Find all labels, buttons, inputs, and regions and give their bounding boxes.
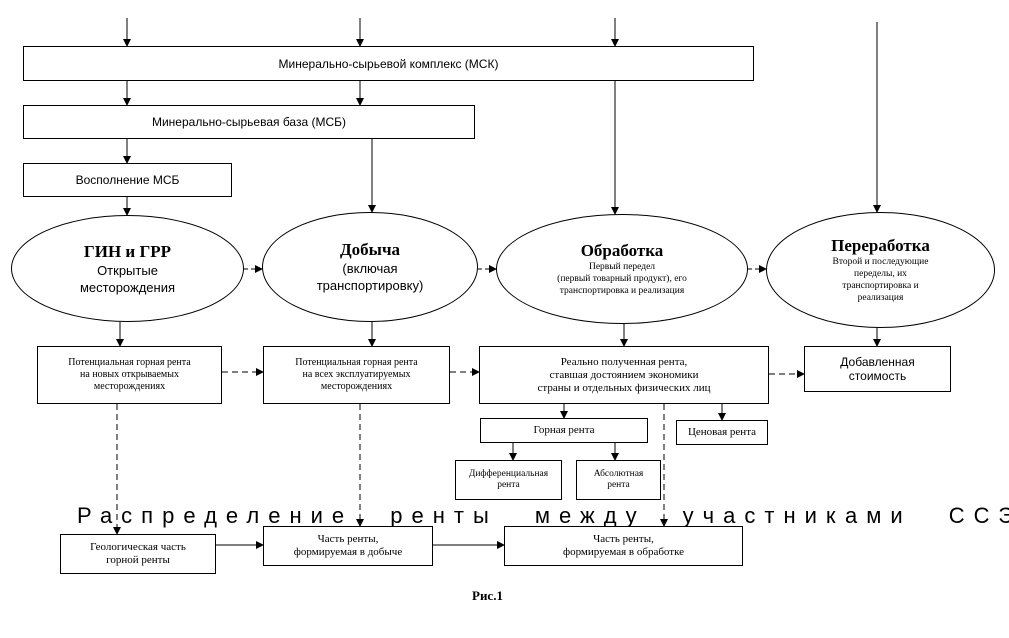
rent-box-operated-deposits: Потенциальная горная рента на всех экспл… (263, 346, 450, 404)
figure-label: Рис.1 (472, 588, 503, 603)
mining-rent-box: Горная рента (480, 418, 648, 443)
stage-exploration: ГИН и ГРР Открытые месторождения (11, 215, 244, 322)
share-processing-label: Часть ренты, формируемая в обработке (562, 533, 685, 558)
absolute-rent-label: Абсолютная рента (593, 468, 644, 491)
price-rent-box: Ценовая рента (676, 420, 768, 445)
differential-rent-label: Дифференциальная рента (468, 468, 549, 491)
stage-exploration-title: ГИН и ГРР (83, 241, 172, 261)
rent-box-new-deposits-label: Потенциальная горная рента на новых откр… (68, 357, 191, 392)
differential-rent-box: Дифференциальная рента (455, 460, 562, 500)
share-mining: Часть ренты, формируемая в добыче (263, 526, 433, 566)
rent-box-operated-deposits-label: Потенциальная горная рента на всех экспл… (295, 357, 418, 392)
mining-rent-label: Горная рента (533, 424, 595, 436)
stage-refining-title: Переработка (831, 236, 930, 255)
stage-processing: Обработка Первый передел (первый товарны… (496, 214, 748, 324)
stage-refining: Переработка Второй и последующие передел… (766, 212, 995, 328)
stage-mining-title: Добыча (339, 240, 401, 259)
msk-label: Минерально-сырьевой комплекс (МСК) (278, 56, 499, 71)
stage-mining: Добыча (включая транспортировку) (262, 212, 478, 322)
stage-refining-subtitle: Второй и последующие переделы, их трансп… (832, 257, 929, 303)
stage-processing-title: Обработка (580, 241, 664, 260)
msb-label: Минерально-сырьевая база (МСБ) (151, 115, 347, 129)
replenish-label: Восполнение МСБ (75, 173, 180, 187)
stage-mining-subtitle: (включая транспортировку) (316, 261, 424, 293)
distribution-caption: Распределение ренты между участниками СС… (77, 503, 1009, 528)
msb-box: Минерально-сырьевая база (МСБ) (23, 105, 475, 139)
added-value-box: Добавленная стоимость (804, 346, 951, 392)
absolute-rent-box: Абсолютная рента (576, 460, 661, 500)
share-mining-label: Часть ренты, формируемая в добыче (293, 533, 403, 558)
rent-box-real: Реально полученная рента, ставшая достоя… (479, 346, 769, 404)
share-geological-label: Геологическая часть горной ренты (90, 541, 186, 566)
share-geological: Геологическая часть горной ренты (60, 534, 216, 574)
stage-processing-subtitle: Первый передел (первый товарный продукт)… (557, 262, 687, 296)
rent-box-real-label: Реально полученная рента, ставшая достоя… (537, 355, 711, 394)
share-processing: Часть ренты, формируемая в обработке (504, 526, 743, 566)
msk-box: Минерально-сырьевой комплекс (МСК) (23, 46, 754, 81)
stage-exploration-subtitle: Открытые месторождения (79, 262, 175, 295)
replenish-box: Восполнение МСБ (23, 163, 232, 197)
price-rent-label: Ценовая рента (687, 426, 757, 438)
added-value-label: Добавленная стоимость (840, 355, 915, 383)
rent-box-new-deposits: Потенциальная горная рента на новых откр… (37, 346, 222, 404)
